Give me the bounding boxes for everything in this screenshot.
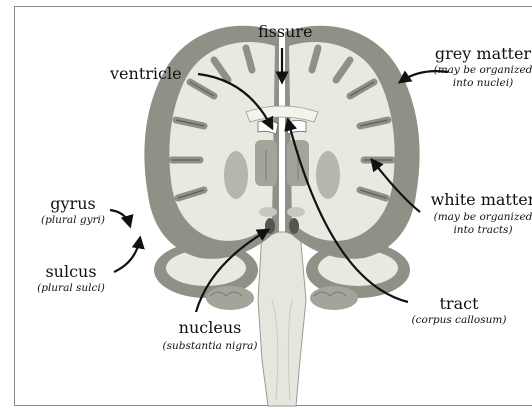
fissure-label: fissure [258,22,306,41]
white-matter-label: white matter [428,190,532,209]
tract-label: tract [404,294,514,313]
right-cerebellum [310,286,358,310]
ventricle-label: ventricle [110,64,182,83]
left-cerebellum [206,286,254,310]
gyrus-label: gyrus [28,194,118,213]
nucleus-label: nucleus [150,318,270,337]
grey-matter-note-line1: (may be organized [428,64,532,76]
right-basal-ganglia [316,151,340,199]
tract-note: (corpus callosum) [404,314,514,326]
nucleus-note: (substantia nigra) [150,340,270,352]
left-basal-ganglia [224,151,248,199]
white-matter-note-line2: into tracts) [428,224,532,236]
sulcus-arrow [114,238,140,272]
grey-matter-label: grey matter [428,44,532,63]
grey-matter-note-line2: into nuclei) [428,77,532,89]
sulcus-label: sulcus [26,262,116,281]
sulcus-note: (plural sulci) [26,282,116,294]
gyrus-note: (plural gyri) [28,214,118,226]
white-matter-note-line1: (may be organized [428,211,532,223]
